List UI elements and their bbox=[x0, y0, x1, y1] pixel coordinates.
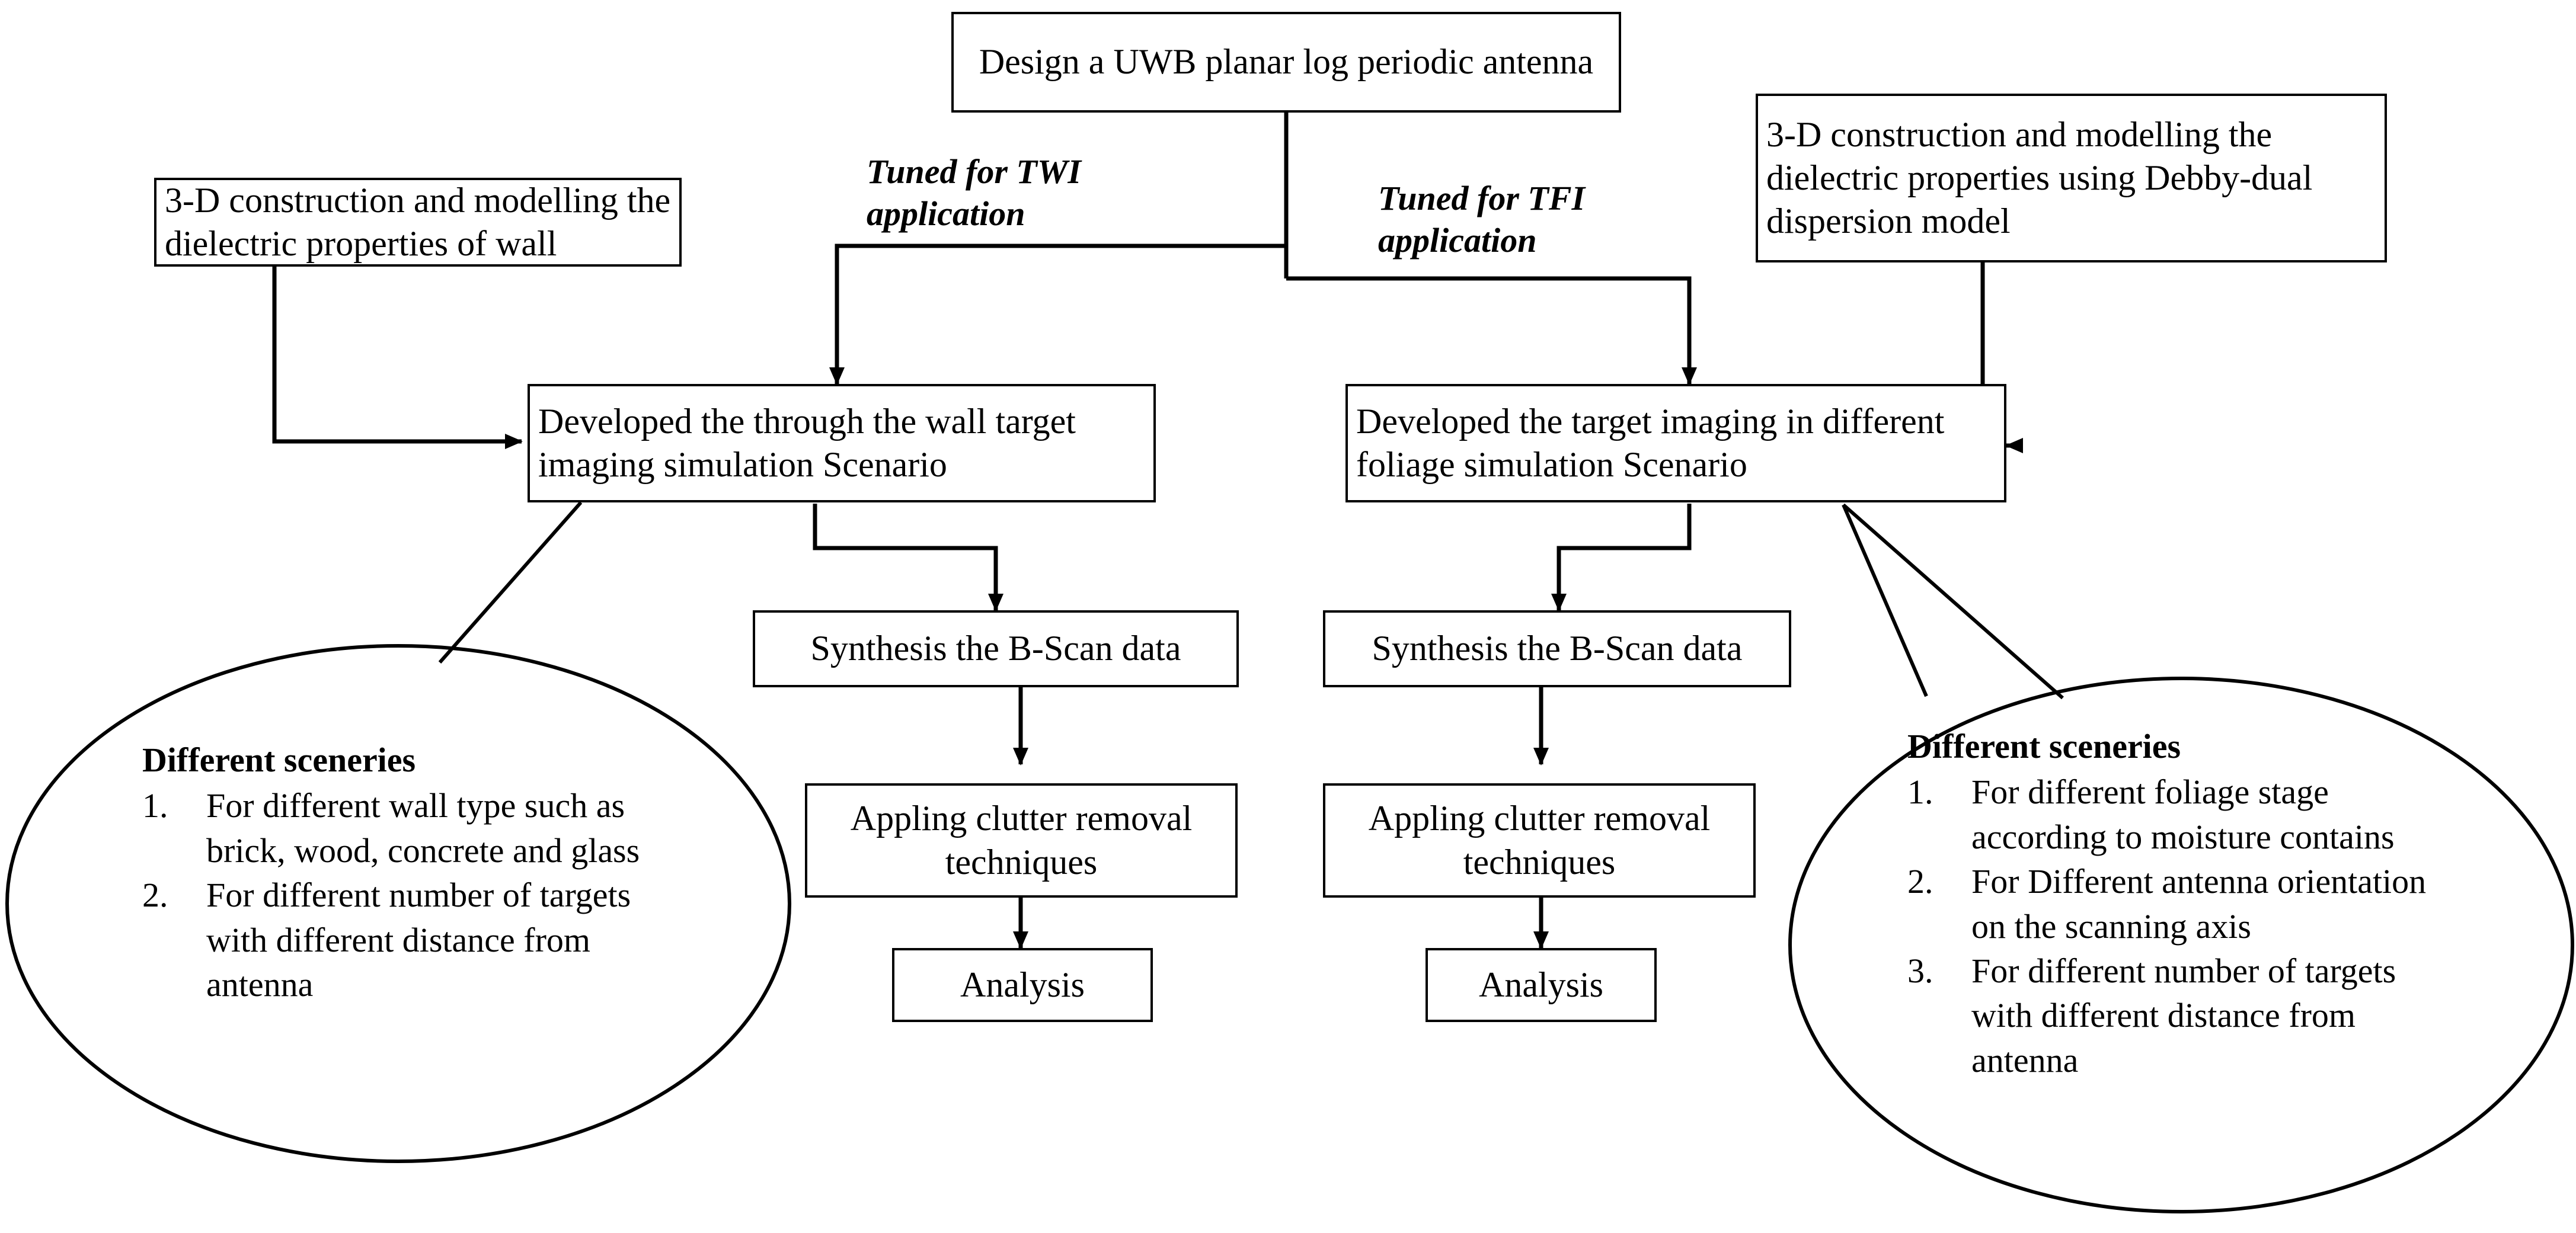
node-design-antenna-label: Design a UWB planar log periodic antenna bbox=[979, 42, 1594, 82]
leader-right-ellipse-b bbox=[1842, 503, 2064, 700]
right-callout-item-2-number: 2. bbox=[1907, 862, 1933, 901]
edge-left-source-to-twi bbox=[272, 267, 523, 449]
right-callout-item-2-text: For Different antenna orientation on the… bbox=[1971, 862, 2427, 946]
right-callout-content: Different sceneries 1. For different fol… bbox=[1907, 724, 2441, 1083]
edge-root-to-twi bbox=[829, 244, 1286, 385]
node-twi-synthesis-label: Synthesis the B-Scan data bbox=[810, 629, 1181, 668]
right-callout-title: Different sceneries bbox=[1907, 727, 2181, 766]
node-tfi-clutter[interactable]: Appling clutter removal techniques bbox=[1323, 783, 1756, 898]
node-right-source-label: 3-D construction and modelling the diele… bbox=[1766, 114, 2313, 241]
left-callout-item-1-number: 1. bbox=[142, 786, 168, 825]
right-callout-item-3-number: 3. bbox=[1907, 951, 1933, 990]
left-callout-item-2-number: 2. bbox=[142, 876, 168, 915]
node-tfi-synthesis-label: Synthesis the B-Scan data bbox=[1372, 629, 1743, 668]
left-callout-item-2-text: For different number of targets with dif… bbox=[206, 876, 631, 1004]
node-twi-synthesis[interactable]: Synthesis the B-Scan data bbox=[753, 610, 1239, 687]
list-item: 1. For different foliage stage according… bbox=[1907, 770, 2441, 859]
node-right-source[interactable]: 3-D construction and modelling the diele… bbox=[1756, 94, 2387, 262]
node-left-source-label: 3-D construction and modelling the diele… bbox=[165, 180, 671, 263]
left-callout-title: Different sceneries bbox=[142, 741, 416, 779]
list-item: 1. For different wall type such as brick… bbox=[142, 783, 676, 873]
node-twi-analysis[interactable]: Analysis bbox=[892, 948, 1153, 1022]
leader-left-ellipse bbox=[438, 501, 583, 664]
node-twi-analysis-label: Analysis bbox=[960, 965, 1085, 1004]
edge-label-tfi: Tuned for TFI application bbox=[1378, 179, 1586, 260]
left-callout-item-1-text: For different wall type such as brick, w… bbox=[206, 786, 640, 870]
list-item: 3. For different number of targets with … bbox=[1907, 949, 2441, 1083]
right-callout-item-1-number: 1. bbox=[1907, 773, 1933, 812]
right-callout-item-1-text: For different foliage stage according to… bbox=[1971, 773, 2395, 856]
edge-tfi-scenario-to-synthesis bbox=[1551, 504, 1692, 611]
node-tfi-clutter-label: Appling clutter removal techniques bbox=[1368, 799, 1711, 882]
node-twi-clutter-label: Appling clutter removal techniques bbox=[850, 799, 1193, 882]
node-twi-clutter[interactable]: Appling clutter removal techniques bbox=[805, 783, 1238, 898]
right-callout-list: 1. For different foliage stage according… bbox=[1907, 770, 2441, 1083]
node-tfi-analysis[interactable]: Analysis bbox=[1426, 948, 1657, 1022]
left-callout-list: 1. For different wall type such as brick… bbox=[142, 783, 676, 1007]
left-callout-ellipse bbox=[5, 644, 791, 1163]
node-twi-scenario-label: Developed the through the wall target im… bbox=[538, 401, 1076, 484]
edge-root-to-tfi bbox=[1286, 276, 1697, 385]
node-design-antenna[interactable]: Design a UWB planar log periodic antenna bbox=[951, 12, 1621, 113]
list-item: 2. For Different antenna orientation on … bbox=[1907, 859, 2441, 949]
list-item: 2. For different number of targets with … bbox=[142, 873, 676, 1007]
right-callout-ellipse bbox=[1788, 677, 2574, 1213]
left-callout-content: Different sceneries 1. For different wal… bbox=[142, 738, 676, 1007]
node-tfi-scenario[interactable]: Developed the target imaging in differen… bbox=[1345, 384, 2006, 502]
edge-twi-scenario-to-synthesis bbox=[813, 504, 1003, 611]
leader-right-ellipse-a bbox=[1842, 504, 1928, 697]
node-tfi-analysis-label: Analysis bbox=[1479, 965, 1603, 1004]
node-left-source[interactable]: 3-D construction and modelling the diele… bbox=[154, 178, 682, 267]
node-tfi-synthesis[interactable]: Synthesis the B-Scan data bbox=[1323, 610, 1791, 687]
node-tfi-scenario-label: Developed the target imaging in differen… bbox=[1356, 401, 1945, 484]
right-callout-item-3-text: For different number of targets with dif… bbox=[1971, 951, 2396, 1080]
node-twi-scenario[interactable]: Developed the through the wall target im… bbox=[528, 384, 1156, 502]
edge-label-twi: Tuned for TWI application bbox=[867, 152, 1081, 233]
